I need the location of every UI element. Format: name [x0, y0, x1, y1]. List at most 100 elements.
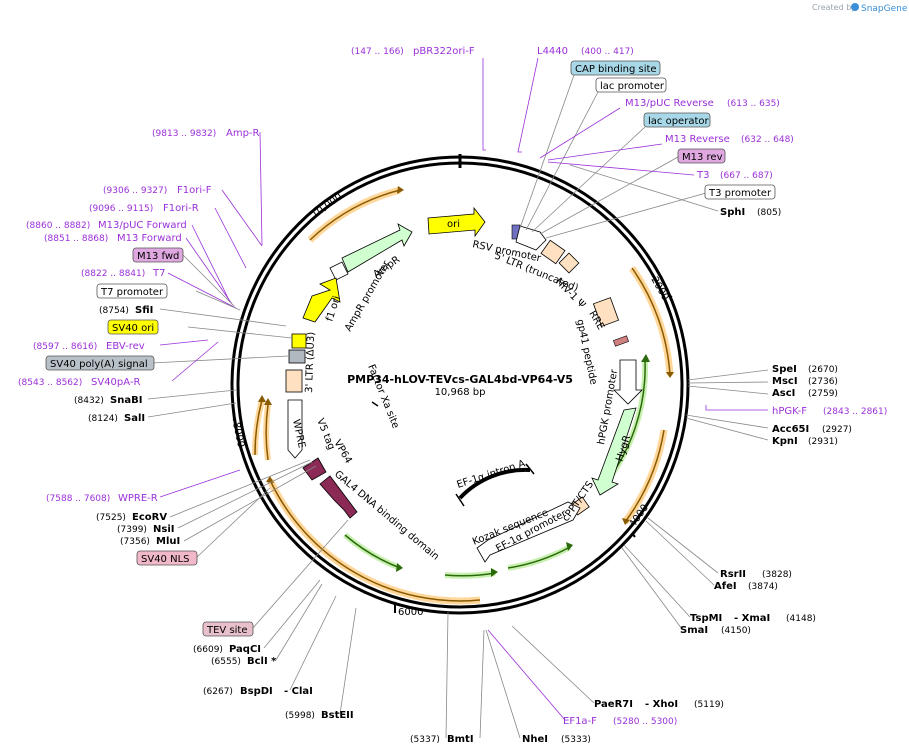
cap-site-box: [570, 60, 661, 76]
plasmid-size: 10,968 bp: [435, 387, 486, 398]
clai-label: - ClaI: [284, 686, 313, 697]
sphi-label: SphI: [720, 207, 745, 218]
inner-features: [285, 206, 643, 563]
bsteii-label: BstEII: [321, 710, 354, 721]
tick-8000: 8000: [230, 421, 246, 448]
rsrii-pos: (3828): [762, 570, 792, 580]
f1ori-f-label: F1ori-F: [177, 185, 212, 196]
lac-operator-label: lac operator: [648, 116, 709, 127]
pbr322-label: pBR322ori-F: [413, 46, 475, 57]
ef1a-f-range: (5280 .. 5300): [613, 717, 677, 727]
bcli-label: BclI *: [247, 656, 277, 667]
t7-range: (8822 .. 8841): [81, 269, 145, 279]
wpre-feature: [287, 399, 303, 459]
ori-label: ori: [447, 219, 460, 230]
t7-promoter-box: [96, 283, 168, 299]
asci-label: AscI: [772, 388, 795, 399]
sv40-nls-box: [136, 550, 198, 566]
paer7i-pos: (5119): [694, 700, 724, 710]
m13-puc-forward-label: M13/pUC Forward: [98, 220, 187, 231]
snabi-label: SnaBI: [110, 395, 142, 406]
spei-pos: (2670): [808, 365, 838, 375]
sv40pa-r-range: (8543 .. 8562): [18, 378, 82, 388]
sv40-ori-box: [107, 319, 159, 335]
t3-range: (667 .. 687): [720, 171, 773, 181]
t3-promoter-label: T3 promoter: [708, 188, 772, 199]
ltr3-feature: [285, 369, 303, 393]
hpgk-promoter-feature: [613, 359, 643, 405]
smai-pos: (4150): [721, 626, 751, 636]
l4440-label: L4440: [537, 46, 568, 57]
t7-promoter-label: T7 promoter: [100, 287, 164, 298]
tev-site-box: [202, 621, 254, 637]
wpre-r-range: (7588 .. 7608): [46, 494, 110, 504]
sv40-polya-feature: [288, 349, 306, 364]
m13-fwd-box: [132, 247, 184, 263]
bspdi-pos: (6267): [203, 687, 233, 697]
ampr-feature: [341, 223, 413, 273]
ecorv-pos: (7525): [96, 513, 126, 523]
lac-promoter-box: [595, 77, 667, 93]
sphi-pos: (805): [757, 208, 781, 218]
cap-site-label: CAP binding site: [575, 64, 657, 75]
ltr3-label: 3' LTR (ΔU3): [304, 332, 317, 393]
smai-label: SmaI: [680, 625, 708, 636]
xhoi-label: - XhoI: [645, 699, 678, 710]
m13-puc-forward-range: (8860 .. 8882): [26, 221, 90, 231]
f1ori-r-range: (9096 .. 9115): [89, 204, 153, 214]
sfii-pos: (8754): [99, 306, 129, 316]
m13-puc-reverse-label: M13/pUC Reverse: [625, 98, 714, 109]
ecorv-label: EcoRV: [132, 512, 167, 523]
t7-label: T7: [152, 268, 165, 279]
f1-ori-feature: [302, 277, 341, 323]
mlui-label: MluI: [156, 536, 180, 547]
t3-promoter-box: [704, 184, 776, 200]
nsii-label: NsiI: [153, 524, 174, 535]
sv40pa-r-label: SV40pA-R: [91, 377, 140, 388]
ebv-rev-label: EBV-rev: [106, 341, 145, 352]
lac-promoter-label: lac promoter: [600, 81, 665, 92]
plasmid-name: PMP34-hLOV-TEVcs-GAL4bd-VP64-V5: [347, 373, 573, 386]
credit-brand: SnapGene: [861, 4, 908, 14]
xmai-label: - XmaI: [734, 613, 770, 624]
hpgk-f-label: hPGK-F: [772, 406, 807, 417]
msci-label: MscI: [772, 376, 798, 387]
sali-pos: (8124): [88, 414, 118, 424]
m13-rev-label: M13 rev: [682, 152, 723, 163]
hiv-psi-feature: [558, 252, 580, 274]
snabi-pos: (8432): [74, 396, 104, 406]
m13-puc-reverse-range: (613 .. 635): [727, 99, 780, 109]
l4440-range: (400 .. 417): [581, 47, 634, 57]
amp-r-label: Amp-R: [226, 128, 260, 139]
ef1a-intron-feature: [458, 467, 531, 500]
afei-label: AfeI: [714, 581, 737, 592]
ef1a-promoter-feature: [476, 501, 581, 563]
v5-label: V5 tag: [314, 417, 336, 452]
hpgk-f-range: (2843 .. 2861): [823, 407, 887, 417]
paqci-pos: (6609): [193, 645, 223, 655]
bsteii-pos: (5998): [285, 711, 315, 721]
bspdi-label: BspDI: [240, 686, 273, 697]
paqci-label: PaqCI: [229, 644, 261, 655]
afei-pos: (3874): [748, 582, 778, 592]
amp-r-range: (9813 .. 9832): [152, 129, 216, 139]
mlui-pos: (7356): [120, 537, 150, 547]
nhei-label: NheI: [522, 734, 548, 745]
sv40-polya-label: SV40 poly(A) signal: [50, 359, 148, 370]
sali-label: SalI: [124, 413, 145, 424]
m13-reverse-range: (632 .. 648): [741, 135, 794, 145]
bmti-label: BmtI: [447, 734, 474, 745]
m13-reverse-label: M13 Reverse: [665, 134, 730, 145]
acc65i-label: Acc65I: [772, 424, 809, 435]
sv40-polya-box: [45, 355, 155, 371]
ori-feature: [427, 206, 486, 238]
kpni-label: KpnI: [772, 436, 798, 447]
t3-label: T3: [696, 170, 709, 181]
bmti-pos: (5337): [410, 735, 440, 745]
spei-label: SpeI: [772, 364, 797, 375]
ef1a-f-label: EF1a-F: [563, 716, 597, 727]
gal4-feature: [319, 475, 358, 519]
gp41-feature: [613, 335, 629, 347]
rsrii-label: RsrII: [720, 569, 746, 580]
